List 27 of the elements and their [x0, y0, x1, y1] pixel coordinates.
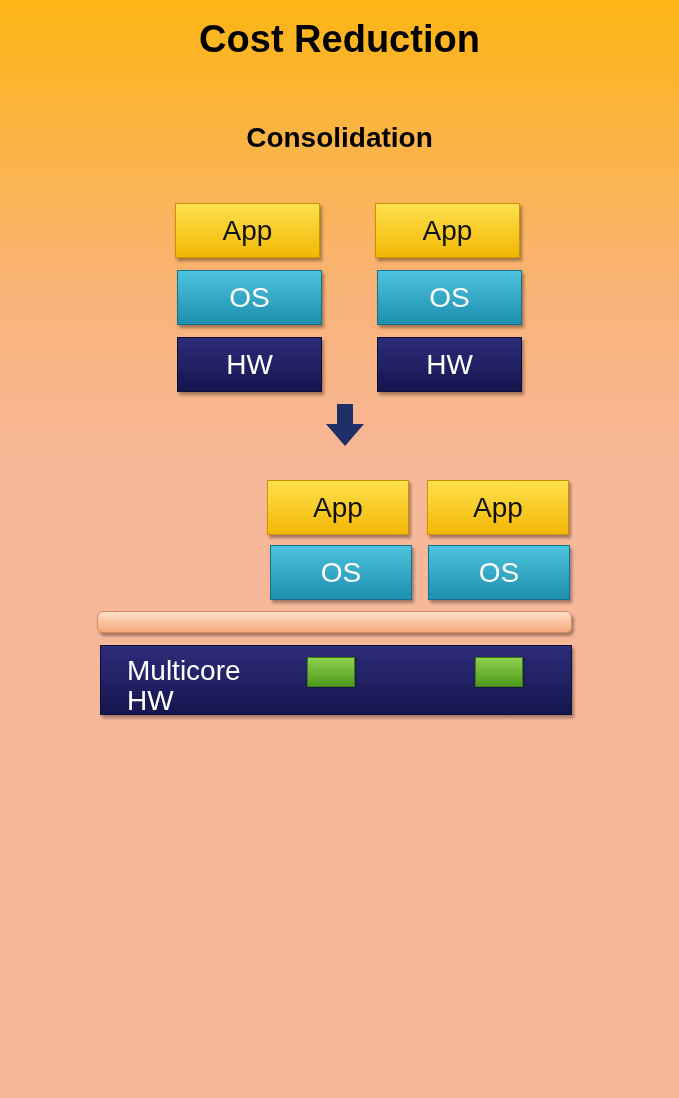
block-label: HW — [426, 349, 473, 380]
os-block — [428, 545, 570, 600]
hardware-block — [177, 337, 322, 392]
block-label: OS — [429, 282, 470, 313]
application-block — [175, 203, 320, 258]
block-label: App — [222, 215, 273, 246]
block-label: OS — [229, 282, 270, 313]
block-label: OS — [478, 557, 520, 588]
core-block — [307, 657, 355, 687]
application-block — [427, 480, 569, 535]
hardware-block — [100, 645, 572, 715]
os-block — [270, 545, 412, 600]
application-block — [375, 203, 520, 258]
layer-bar — [97, 611, 572, 633]
block-label: Multicore HW — [127, 656, 242, 716]
os-block — [177, 270, 322, 325]
hardware-block — [377, 337, 522, 392]
core-block — [475, 657, 523, 687]
block-label: App — [313, 492, 363, 523]
subtitle: Consolidation — [245, 122, 434, 154]
application-block — [267, 480, 409, 535]
block-label: App — [422, 215, 473, 246]
block-label: HW — [226, 349, 273, 380]
os-block — [377, 270, 522, 325]
block-label: App — [473, 492, 523, 523]
title: Cost Reduction — [198, 18, 481, 61]
block-label: OS — [320, 557, 362, 588]
